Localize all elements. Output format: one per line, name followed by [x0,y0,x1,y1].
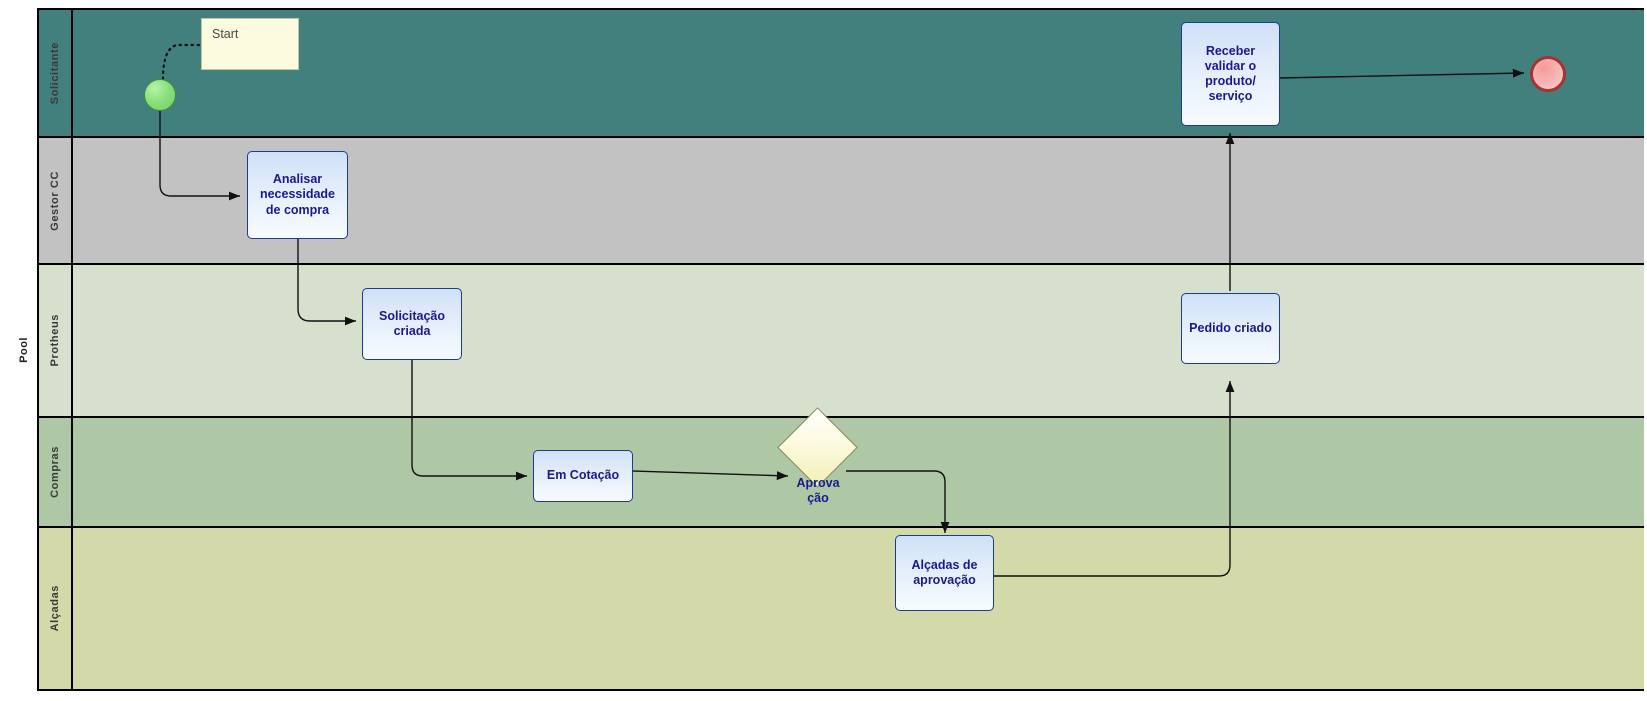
lane-label-alcadas-text: Alçadas [49,585,61,632]
task-alcadas-aprovacao-label: Alçadas de aprovação [911,557,978,587]
task-analisar-necessidade[interactable]: Analisar necessidade de compra [247,151,348,239]
task-receber-validar-label: Receber validar o produto/ serviço [1204,43,1257,104]
gateway-aprovacao[interactable] [777,407,858,488]
task-analisar-necessidade-label: Analisar necessidade de compra [259,172,336,217]
lane-label-solicitante-text: Solicitante [49,41,61,105]
task-receber-validar[interactable]: Receber validar o produto/ serviço [1181,22,1280,126]
task-pedido-criado[interactable]: Pedido criado [1181,293,1280,364]
lane-label-compras-text: Compras [49,446,61,498]
task-solicitacao-criada[interactable]: Solicitação criada [362,288,462,360]
lane-protheus: Protheus [39,265,1644,418]
task-solicitacao-criada-label: Solicitação criada [379,308,445,338]
lane-label-solicitante: Solicitante [39,10,73,136]
lane-label-gestor-cc: Gestor CC [39,138,73,263]
pool-label: Pool [10,8,39,691]
task-pedido-criado-label: Pedido criado [1189,320,1272,335]
task-alcadas-aprovacao[interactable]: Alçadas de aprovação [895,535,994,611]
gateway-aprovacao-label: Aprova ção [796,476,840,506]
lane-label-gestor-cc-text: Gestor CC [49,170,61,231]
lane-alcadas: Alçadas [39,528,1644,689]
lane-label-alcadas: Alçadas [39,528,73,689]
annotation-start: Start [201,18,299,70]
lane-label-protheus: Protheus [39,265,73,416]
end-event[interactable] [1530,56,1566,92]
task-em-cotacao-label: Em Cotação [546,468,620,483]
pool-label-text: Pool [17,336,30,363]
lane-label-protheus-text: Protheus [49,314,61,367]
annotation-start-text: Start [212,27,239,41]
lane-label-compras: Compras [39,418,73,526]
start-event[interactable] [144,79,176,111]
task-em-cotacao[interactable]: Em Cotação [533,450,633,502]
